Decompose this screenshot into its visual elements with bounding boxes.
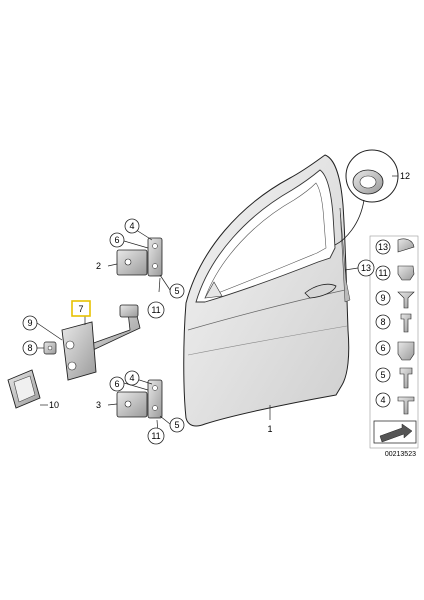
flange-bolt-icon <box>397 396 415 415</box>
callout-cap-13: 13 <box>361 263 371 273</box>
plug-inner <box>359 175 377 189</box>
legend-item-8: 8 <box>375 313 412 333</box>
hinge-upper-hole <box>124 258 132 266</box>
legend-4-circle <box>375 392 391 408</box>
callout-6-upper-circle <box>109 232 125 248</box>
hinge-lower-bolt-hole-1 <box>152 385 158 391</box>
legend-13-label: 13 <box>378 242 388 252</box>
legend-item-9: 9 <box>375 290 415 309</box>
window-opening <box>204 182 327 299</box>
legend-item-13: 13 <box>375 238 415 255</box>
legend-4-label: 4 <box>380 395 385 405</box>
hinge-upper <box>116 237 163 277</box>
door-seal <box>339 207 351 303</box>
hinge-upper-plate <box>116 249 148 276</box>
callout-circle-lower: 11 <box>151 431 160 441</box>
arrow-icon <box>379 423 413 443</box>
cap-icon <box>397 238 415 253</box>
hinge-lower-hole <box>124 400 132 408</box>
callout-11-upper-circle <box>147 301 165 319</box>
hinge-lower <box>116 379 163 419</box>
door-handle <box>304 283 337 299</box>
legend-6-circle <box>375 340 391 356</box>
callout-screw-9: 9 <box>27 318 32 328</box>
callout-door: 1 <box>267 424 272 434</box>
legend-item-5: 5 <box>375 367 413 389</box>
legend-panel: 13 11 9 8 6 5 <box>369 235 419 449</box>
hinge-lower-bolt-hole-2 <box>152 405 158 411</box>
mirror-mount <box>204 281 223 299</box>
check-strap-body <box>61 321 97 381</box>
callout-hex-lower: 6 <box>114 379 119 389</box>
hex-bolt-icon <box>399 367 413 389</box>
callout-9-circle <box>22 315 38 331</box>
legend-13-circle <box>375 239 391 255</box>
plug-detail <box>334 149 399 246</box>
callout-bolt-upper: 4 <box>129 221 134 231</box>
legend-6-label: 6 <box>380 343 385 353</box>
washer-8-part <box>43 341 57 355</box>
callout-8-circle <box>22 340 38 356</box>
bolt-icon <box>400 313 412 333</box>
check-strap-hole-2 <box>67 361 77 371</box>
callout-4-lower-circle <box>124 370 140 386</box>
callout-circle-upper: 11 <box>151 305 160 315</box>
callout-13-circle <box>357 259 375 277</box>
legend-9-circle <box>375 290 391 306</box>
callout-nut-upper: 5 <box>174 286 179 296</box>
callouts: 1 2 3 4 6 5 11 4 6 5 11 7 9 <box>22 171 410 445</box>
legend-5-circle <box>375 367 391 383</box>
legend-item-11: 11 <box>375 265 415 281</box>
next-page-arrow[interactable] <box>373 420 417 444</box>
check-strap-hole-1 <box>65 340 75 350</box>
callout-5-upper-circle <box>169 283 185 299</box>
gasket-part <box>7 369 41 409</box>
callout-6-lower-circle <box>109 376 125 392</box>
hinge-upper-bolt-hole-1 <box>152 243 158 249</box>
hinge-upper-knuckle <box>147 237 163 277</box>
legend-5-label: 5 <box>380 370 385 380</box>
diagram-code: 00213523 <box>385 451 416 458</box>
callout-plug-12: 12 <box>400 171 410 181</box>
legend-item-4: 4 <box>375 392 415 415</box>
legend-8-circle <box>375 314 391 330</box>
hinge-lower-knuckle <box>147 379 163 419</box>
callout-7-box <box>71 300 91 317</box>
callout-11-lower-circle <box>147 427 165 445</box>
hinge-upper-bolt-hole-2 <box>152 263 158 269</box>
plug-leader <box>334 199 365 246</box>
screw-icon <box>397 291 415 309</box>
callout-hinge-upper: 2 <box>96 261 101 271</box>
hinge-lower-plate <box>116 391 148 418</box>
callout-washer-8: 8 <box>27 343 32 353</box>
legend-11-label: 11 <box>378 268 387 278</box>
callout-gasket-10: 10 <box>49 400 59 410</box>
callout-hex-upper: 6 <box>114 235 119 245</box>
check-strap-end <box>119 304 139 318</box>
legend-9-label: 9 <box>380 293 385 303</box>
check-strap <box>61 304 141 381</box>
callout-4-upper-circle <box>124 218 140 234</box>
character-line <box>187 325 348 356</box>
legend-11-circle <box>375 265 391 281</box>
gasket-inner <box>13 375 36 403</box>
callout-hinge-lower: 3 <box>96 400 101 410</box>
door-assembly <box>183 154 351 427</box>
callout-check-strap: 7 <box>78 304 83 314</box>
callout-bolt-lower: 4 <box>129 373 134 383</box>
callout-5-lower-circle <box>169 417 185 433</box>
legend-8-label: 8 <box>380 317 385 327</box>
callout-nut-lower: 5 <box>174 420 179 430</box>
nut-icon <box>397 265 415 281</box>
legend-item-6: 6 <box>375 340 415 361</box>
hex-nut-icon <box>397 341 415 361</box>
